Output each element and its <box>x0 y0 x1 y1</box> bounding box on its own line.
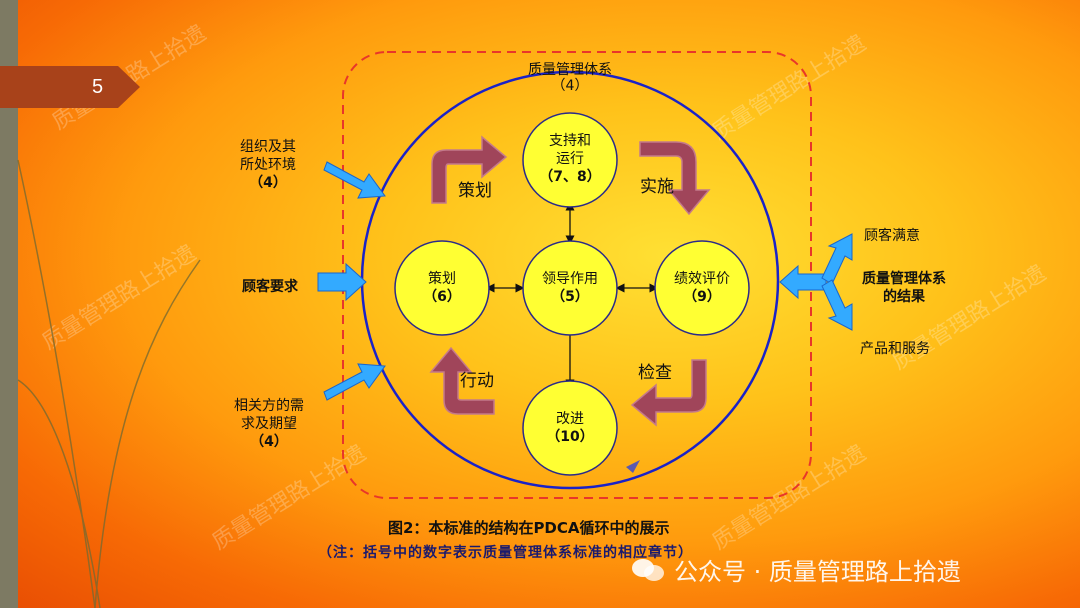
input-label-org-context: 组织及其 所处环境 （4） <box>240 139 296 191</box>
cycle-arrow-check <box>630 359 707 427</box>
cycle-arrow-do <box>639 141 711 216</box>
figure-caption-note: （注：括号中的数字表示质量管理体系标准的相应章节） <box>318 545 693 561</box>
input-arrow-org-context <box>323 161 386 199</box>
node-evaluation <box>654 240 750 336</box>
node-leadership <box>522 240 618 336</box>
output-label-qms-results: 质量管理体系 的结果 <box>862 271 946 305</box>
circle-direction-arrow <box>626 460 640 473</box>
page-number-badge <box>0 66 140 108</box>
cycle-arrows <box>429 135 711 427</box>
cycle-arrow-plan <box>431 135 508 204</box>
figure-caption-title: 图2：本标准的结构在PDCA循环中的展示 <box>388 519 670 537</box>
node-improvement <box>522 380 618 476</box>
node-support-operation-label: 支持和 运行 （7、8） <box>539 133 601 185</box>
qms-label: 质量管理体系 （4） <box>528 62 612 94</box>
wechat-icon <box>632 557 666 583</box>
cycle-label-do: 实施 <box>640 177 674 197</box>
node-support-operation <box>522 112 618 208</box>
output-label-customer-satisfaction: 顾客满意 <box>864 228 920 244</box>
cycle-arrow-act <box>429 346 495 415</box>
node-evaluation-label: 绩效评价 （9） <box>674 271 730 305</box>
output-arrow-products-services <box>821 279 853 331</box>
output-label-products-services: 产品和服务 <box>860 341 930 357</box>
cycle-label-check: 检查 <box>638 363 672 383</box>
output-arrows <box>779 233 853 331</box>
node-planning-label: 策划 （6） <box>423 271 461 305</box>
input-label-interested-parties: 相关方的需 求及期望 （4） <box>234 398 304 450</box>
node-leadership-label: 领导作用 （5） <box>542 271 598 305</box>
wechat-watermark: 公众号 · 质量管理路上拾遗 <box>632 552 961 587</box>
page-number: 5 <box>92 76 104 98</box>
watermark-text: 公众号 · 质量管理路上拾遗 <box>674 558 961 586</box>
input-arrow-customer-requirements <box>317 262 367 302</box>
input-label-customer-requirements: 顾客要求 <box>242 279 298 295</box>
left-side-bar <box>0 0 18 608</box>
cycle-label-plan: 策划 <box>458 181 492 201</box>
node-connectors <box>485 201 659 389</box>
input-arrows <box>317 161 386 401</box>
node-planning <box>394 240 490 336</box>
cycle-label-act: 行动 <box>460 371 494 391</box>
input-arrow-interested-parties <box>323 363 386 401</box>
output-arrow-customer-satisfaction <box>821 233 853 285</box>
node-improvement-label: 改进 （10） <box>546 411 594 445</box>
decorative-curves <box>17 159 201 608</box>
output-arrow-trunk <box>779 264 827 300</box>
